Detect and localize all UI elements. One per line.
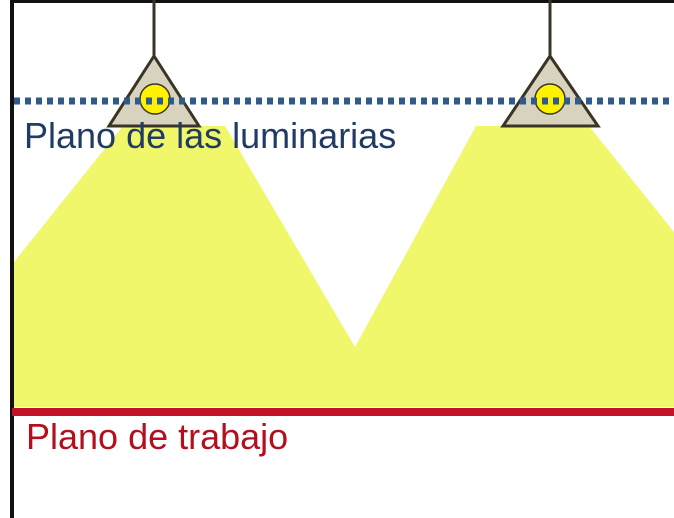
light-cone-1 [14,126,674,407]
light-bulb-icon [534,83,566,115]
luminaire-1 [106,0,202,128]
luminaire-plane-label: Plano de las luminarias [24,115,397,156]
luminaire-2 [500,0,601,128]
frame-top-edge [10,0,674,3]
work-plane-label: Plano de trabajo [26,416,289,457]
work-plane-line [12,408,674,416]
light-bulb-icon [139,83,171,115]
frame-left-edge [10,0,14,518]
